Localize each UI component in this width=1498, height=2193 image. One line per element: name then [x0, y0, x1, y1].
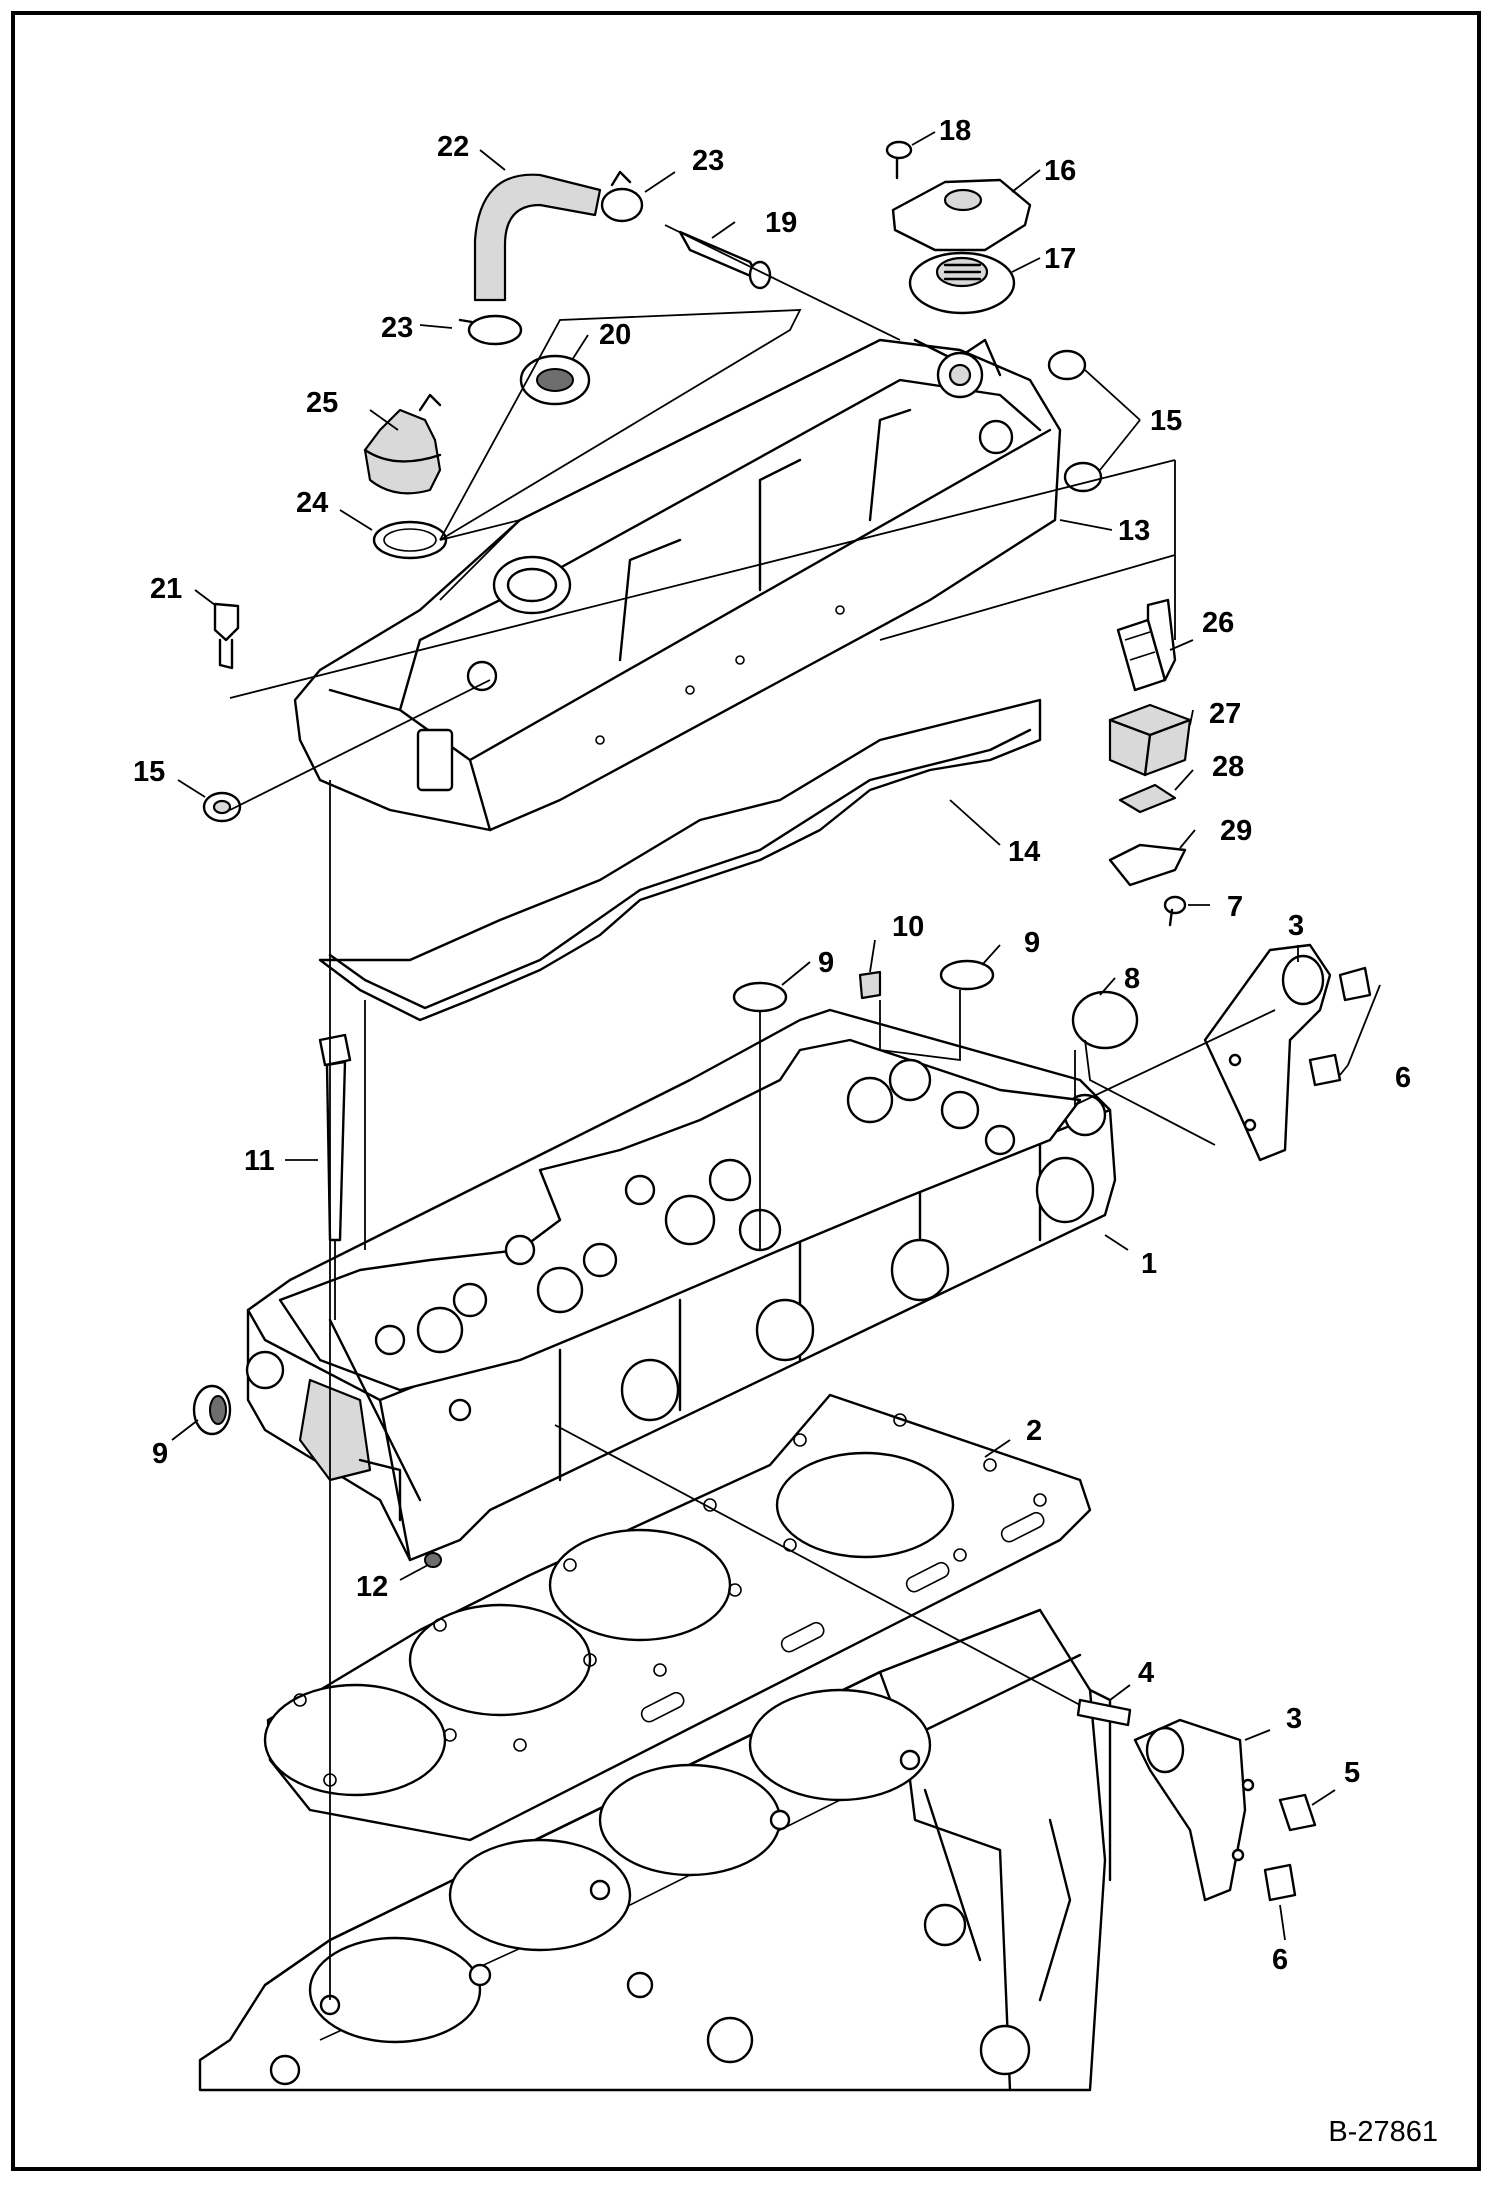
callout-7: 7	[1227, 891, 1243, 923]
hose-clamp-bottom	[458, 314, 523, 346]
callout-3-upper: 3	[1288, 910, 1304, 942]
callout-25: 25	[306, 387, 338, 419]
callout-10: 10	[892, 911, 924, 943]
callout-2: 2	[1026, 1415, 1042, 1447]
plug-12	[424, 1552, 442, 1568]
callout-9-top-left: 9	[818, 947, 834, 979]
callout-26: 26	[1202, 607, 1234, 639]
screw-18	[885, 140, 913, 180]
engine-hanger-top	[1203, 943, 1332, 1162]
callout-13: 13	[1118, 515, 1150, 547]
callout-9-left: 9	[152, 1438, 168, 1470]
bolt-21	[213, 602, 240, 670]
callout-4: 4	[1138, 1657, 1154, 1689]
breather-hose	[473, 173, 602, 302]
breather-cover-16	[891, 178, 1032, 252]
assembly-lines	[229, 224, 1276, 2000]
callout-24: 24	[296, 487, 328, 519]
callout-6-upper: 6	[1395, 1062, 1411, 1094]
plug-10	[858, 970, 882, 1000]
callout-6-lower: 6	[1272, 1944, 1288, 1976]
stud-4	[1076, 1698, 1132, 1727]
o-ring-24	[372, 520, 448, 560]
callout-16: 16	[1044, 155, 1076, 187]
rocker-cover-gasket	[318, 698, 1042, 1022]
figure-reference-id: B-27861	[1328, 2116, 1438, 2148]
breather-valve-17	[908, 251, 1016, 315]
oil-filler-cap	[363, 393, 442, 495]
engine-block-illustration	[198, 1608, 1112, 2092]
callout-5: 5	[1344, 1757, 1360, 1789]
bolt-6-top	[1308, 966, 1372, 1087]
plug-8	[1071, 990, 1139, 1050]
callout-20: 20	[599, 319, 631, 351]
oil-seal-20	[519, 354, 591, 406]
callout-23-bottom: 23	[381, 312, 413, 344]
pipe-19	[678, 230, 772, 290]
callout-27: 27	[1209, 698, 1241, 730]
rubber-plug-15-upper	[1047, 349, 1103, 493]
block-27	[1108, 703, 1192, 777]
callout-23-top: 23	[692, 145, 724, 177]
callout-1: 1	[1141, 1248, 1157, 1280]
callout-9-top-right: 9	[1024, 927, 1040, 959]
bolt-6-bottom	[1263, 1863, 1297, 1902]
callout-14: 14	[1008, 836, 1040, 868]
plate-26	[1116, 598, 1177, 692]
head-gasket	[263, 1393, 1092, 1842]
rubber-plug-15-lower	[202, 791, 242, 823]
plate-29	[1108, 843, 1187, 887]
clip-28	[1118, 783, 1177, 814]
callout-28: 28	[1212, 751, 1244, 783]
callout-21: 21	[150, 573, 182, 605]
callout-labels: 1 2 3 3 4 5 6 6 7 8 9 9 9 10 11 12 13 14…	[133, 115, 1411, 1976]
callout-29: 29	[1220, 815, 1252, 847]
hose-clamp-top	[600, 170, 644, 223]
leader-lines	[171, 131, 1381, 1941]
callout-12: 12	[356, 1571, 388, 1603]
seal-9-top	[732, 959, 995, 1013]
callout-18: 18	[939, 115, 971, 147]
callout-15-left: 15	[133, 756, 165, 788]
callout-8: 8	[1124, 963, 1140, 995]
nut-5	[1278, 1793, 1317, 1832]
seal-9-left	[192, 1384, 232, 1436]
engine-hanger-bottom	[1133, 1718, 1255, 1902]
callout-11: 11	[244, 1145, 275, 1177]
callout-15-right: 15	[1150, 405, 1182, 437]
callout-19: 19	[765, 207, 797, 239]
callout-22: 22	[437, 131, 469, 163]
callout-3-lower: 3	[1286, 1703, 1302, 1735]
bolt-11	[318, 1033, 352, 1242]
cylinder-head	[245, 1008, 1117, 1562]
callout-17: 17	[1044, 243, 1076, 275]
screw-7	[1163, 895, 1187, 927]
